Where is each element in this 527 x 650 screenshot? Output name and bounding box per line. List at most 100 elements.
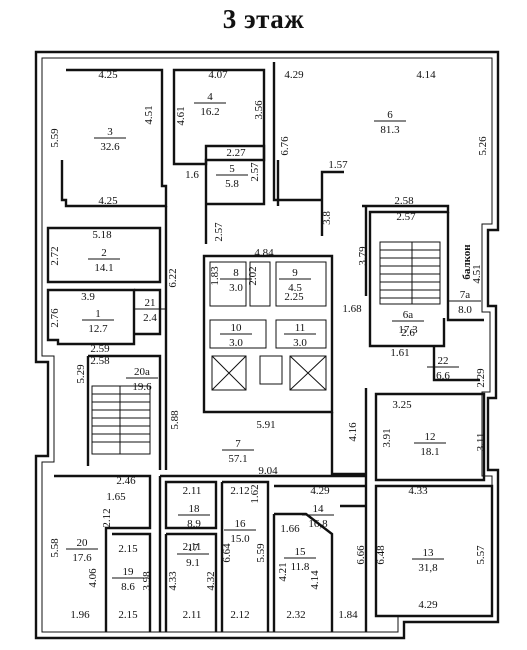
dimension-62: 4.06 bbox=[87, 568, 99, 588]
dimension-50: 4.33 bbox=[408, 485, 428, 497]
elevator-walls bbox=[211, 355, 327, 391]
dimension-68: 2.15 bbox=[118, 609, 138, 621]
room-number-14: 14 bbox=[313, 503, 325, 515]
dimension-4: 4.07 bbox=[208, 69, 228, 81]
dimension-26: 3.79 bbox=[357, 246, 369, 266]
room-number-8: 8 bbox=[233, 267, 239, 279]
room-16-walls bbox=[220, 480, 270, 632]
south-corridor-wall bbox=[158, 474, 366, 632]
room-number-7: 7 bbox=[235, 438, 241, 450]
room-area-1: 12.7 bbox=[88, 323, 108, 335]
room-13-walls bbox=[374, 484, 494, 618]
room-12-walls bbox=[374, 392, 486, 482]
dimension-55: 2.11 bbox=[183, 541, 202, 553]
room-area-2: 14.1 bbox=[94, 262, 113, 274]
room-area-21: 2.4 bbox=[143, 312, 157, 324]
room-number-1: 1 bbox=[95, 308, 101, 320]
dimension-70: 2.12 bbox=[230, 609, 249, 621]
room-number-17: 17 bbox=[188, 542, 200, 554]
dimension-17: 2.57 bbox=[396, 211, 416, 223]
room-number-21: 21 bbox=[145, 297, 156, 309]
dimension-72: 1.84 bbox=[338, 609, 358, 621]
dimension-37: 5.91 bbox=[256, 419, 275, 431]
room-number-10: 10 bbox=[231, 322, 243, 334]
dimension-24: 2.02 bbox=[247, 266, 259, 285]
dimension-21: 4.84 bbox=[254, 247, 274, 259]
dimension-13: 1.6 bbox=[185, 169, 199, 181]
dimension-64: 4.33 bbox=[167, 571, 179, 591]
dimension-45: 1.65 bbox=[106, 491, 126, 503]
room-22-walls bbox=[432, 346, 480, 382]
dimension-63: 3.98 bbox=[141, 571, 153, 591]
dimension-71: 2.32 bbox=[286, 609, 305, 621]
dimension-66: 4.14 bbox=[309, 570, 321, 590]
balcony-label: балкон bbox=[461, 244, 473, 280]
dimension-28: 3.9 bbox=[81, 291, 95, 303]
room-area-7: 57.1 bbox=[228, 453, 247, 465]
dimension-7: 4.29 bbox=[284, 69, 304, 81]
room-18-walls bbox=[164, 480, 218, 530]
room-area-4: 16.2 bbox=[200, 106, 219, 118]
dimension-67: 1.96 bbox=[70, 609, 90, 621]
room-2-walls bbox=[46, 226, 162, 284]
corridor-west-walls bbox=[86, 206, 168, 470]
dimension-46: 2.11 bbox=[183, 485, 202, 497]
dimension-22: 6.22 bbox=[167, 268, 179, 287]
room-area-16: 15.0 bbox=[230, 533, 250, 545]
dimension-3: 4.25 bbox=[98, 195, 118, 207]
dimension-39: 3.25 bbox=[392, 399, 412, 411]
dimension-56: 6.64 bbox=[221, 543, 233, 563]
dimension-35: 5.29 bbox=[75, 364, 87, 384]
room-20-walls bbox=[54, 474, 152, 632]
room-number-2: 2 bbox=[101, 247, 107, 259]
dimension-53: 5.58 bbox=[49, 538, 61, 558]
room-10-walls bbox=[209, 319, 327, 349]
dimension-48: 1.62 bbox=[249, 484, 261, 503]
room-17-walls bbox=[164, 532, 218, 632]
room-area-19: 8.6 bbox=[121, 581, 135, 593]
room-number-20: 20 bbox=[77, 537, 89, 549]
dimension-59: 6.66 bbox=[355, 545, 367, 565]
room-area-18: 8.9 bbox=[187, 518, 201, 530]
dimension-43: 9.04 bbox=[258, 465, 278, 477]
dimension-6: 3.56 bbox=[253, 100, 265, 120]
dimension-31: 2.6 bbox=[401, 327, 415, 339]
dimension-19: 2.72 bbox=[49, 246, 61, 265]
room-14-walls bbox=[274, 484, 366, 508]
room-number-6: 6 bbox=[387, 109, 393, 121]
dimension-40: 3.91 bbox=[381, 428, 393, 447]
room-area-10: 3.0 bbox=[229, 337, 243, 349]
dimension-27: 4.51 bbox=[471, 264, 483, 283]
room-number-11: 11 bbox=[295, 322, 306, 334]
room-area-15: 11.8 bbox=[291, 561, 310, 573]
dimension-60: 6.48 bbox=[375, 545, 387, 565]
room-area-5: 5.8 bbox=[225, 178, 239, 190]
dimension-69: 2.11 bbox=[183, 609, 202, 621]
room-number-16: 16 bbox=[235, 518, 247, 530]
dimension-54: 2.15 bbox=[118, 543, 138, 555]
dimension-20: 2.57 bbox=[213, 222, 225, 242]
dimension-14: 1.57 bbox=[328, 159, 348, 171]
dimension-44: 2.46 bbox=[116, 475, 136, 487]
dimension-47: 2.12 bbox=[230, 485, 249, 497]
dimension-61: 5.57 bbox=[475, 545, 487, 565]
dimension-34: 2.58 bbox=[90, 355, 110, 367]
room-number-18: 18 bbox=[189, 503, 201, 515]
corridor-east-walls bbox=[330, 388, 368, 632]
room-number-19: 19 bbox=[123, 566, 135, 578]
dimension-25: 2.25 bbox=[284, 291, 304, 303]
room-number-15: 15 bbox=[295, 546, 307, 558]
outer-wall bbox=[34, 50, 500, 640]
dimension-11: 2.27 bbox=[226, 147, 246, 159]
room-area-6a: 17.3 bbox=[398, 324, 418, 336]
room-7a-walls bbox=[446, 212, 484, 322]
dimension-51: 2.12 bbox=[101, 508, 113, 527]
room-21-walls bbox=[134, 288, 162, 336]
page-title: 3 этаж bbox=[222, 4, 305, 34]
room-5-walls bbox=[204, 144, 266, 244]
dimension-9: 6.76 bbox=[279, 136, 291, 156]
room-8-walls bbox=[209, 261, 327, 307]
dimension-5: 4.61 bbox=[175, 106, 187, 125]
dimension-30: 1.68 bbox=[342, 303, 362, 315]
